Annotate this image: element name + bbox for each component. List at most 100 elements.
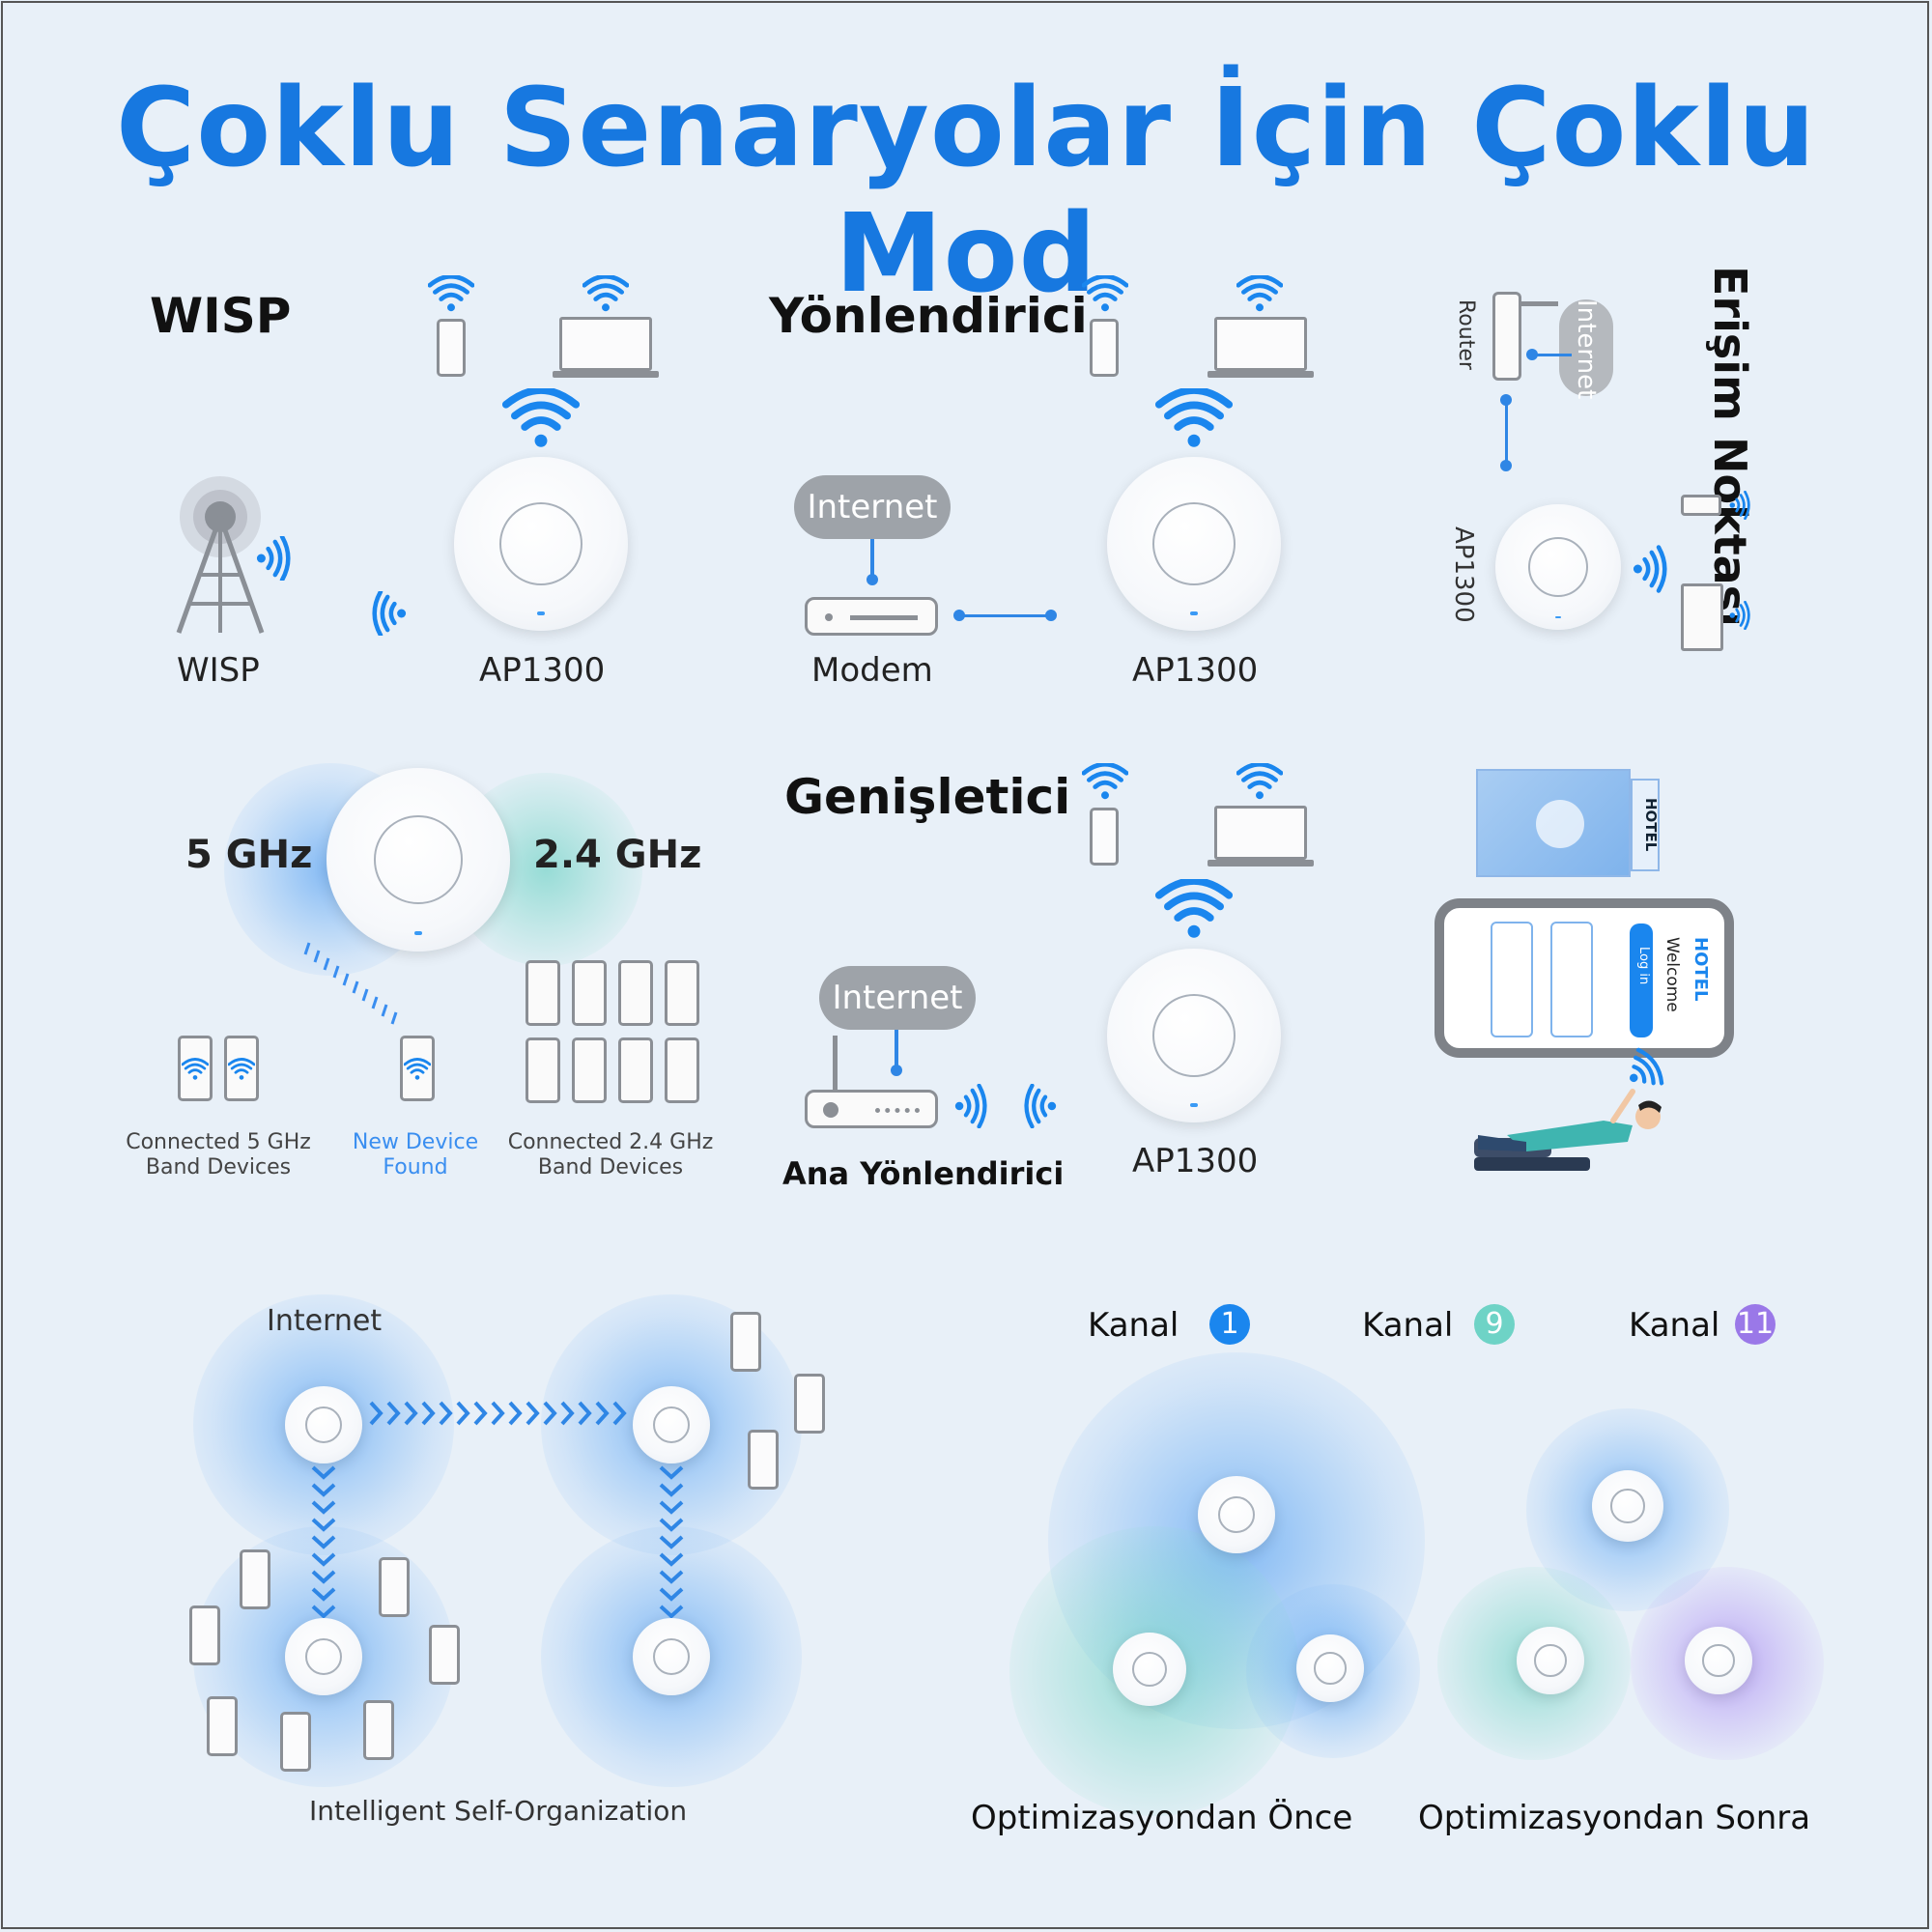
before-ap	[1113, 1633, 1186, 1706]
connector-dot	[1045, 610, 1057, 621]
signal-waves-icon	[1729, 491, 1750, 520]
device-5ghz-icon	[224, 1036, 259, 1101]
internet-cloud: Internet	[819, 966, 976, 1030]
5ghz-label: 5 GHz	[185, 833, 313, 877]
modem-label: Modem	[811, 651, 933, 690]
login-label: Log in	[1636, 947, 1651, 985]
device-24ghz-icon	[618, 960, 653, 1026]
wifi-icon	[1082, 763, 1128, 800]
connector-dot	[1500, 460, 1512, 471]
channel-badge: 11	[1735, 1304, 1776, 1345]
signal-waves-icon	[256, 536, 291, 581]
mesh-client-icon	[730, 1312, 761, 1372]
before-ap	[1198, 1476, 1275, 1553]
page-title: Çoklu Senaryolar İçin Çoklu Mod	[116, 66, 1816, 317]
laptop-icon	[1208, 806, 1314, 867]
hotel-sign	[1631, 779, 1660, 871]
connector-dot	[1526, 349, 1538, 360]
hotel-building-icon	[1476, 769, 1631, 877]
device-24ghz-icon	[572, 960, 607, 1026]
channel-label: Kanal	[1362, 1306, 1454, 1345]
mesh-client-icon	[240, 1549, 270, 1609]
mesh-client-icon	[379, 1557, 410, 1617]
ap1300-device	[1107, 457, 1281, 631]
mesh-client-icon	[748, 1430, 779, 1490]
device-24ghz-icon	[526, 1037, 560, 1103]
router-antenna	[1520, 301, 1558, 306]
hotel-card	[1491, 922, 1533, 1037]
wifi-icon	[582, 275, 629, 312]
wifi-icon	[1155, 388, 1233, 448]
signal-waves-icon	[1633, 543, 1667, 595]
phone-icon	[1681, 495, 1721, 516]
connector-line	[895, 1030, 898, 1070]
connector-dot	[953, 610, 965, 621]
wifi-icon	[1236, 275, 1283, 312]
ap1300-label: AP1300	[479, 651, 606, 690]
connected-5ghz-label: Connected 5 GHz Band Devices	[126, 1130, 311, 1180]
router-icon	[1492, 292, 1521, 381]
device-24ghz-icon	[526, 960, 560, 1026]
welcome-label: Welcome	[1662, 937, 1682, 1012]
mesh-client-icon	[363, 1700, 394, 1760]
router-label: Router	[1454, 299, 1478, 370]
ap1300-device	[1495, 504, 1621, 630]
laptop-icon	[1208, 317, 1314, 378]
wifi-icon	[1155, 879, 1233, 939]
channel-badge: 9	[1474, 1304, 1515, 1345]
wifi-icon	[428, 275, 474, 312]
mesh-node	[285, 1618, 362, 1695]
channel-label: Kanal	[1088, 1306, 1179, 1345]
mesh-link-arrows-icon	[369, 1401, 627, 1426]
signal-waves-icon	[954, 1084, 987, 1128]
hotel-sign-label: HOTEL	[1642, 798, 1660, 852]
internet-cloud: Internet	[794, 475, 951, 539]
device-24ghz-icon	[572, 1037, 607, 1103]
mesh-client-icon	[429, 1625, 460, 1685]
main-router-icon	[805, 1090, 938, 1128]
connector-line	[1531, 354, 1572, 356]
channel-label: Kanal	[1629, 1306, 1720, 1345]
phone-icon	[1090, 808, 1119, 866]
mesh-caption: Intelligent Self-Organization	[309, 1795, 688, 1827]
ap1300-label: AP1300	[1449, 526, 1478, 623]
device-24ghz-icon	[665, 1037, 699, 1103]
after-optimization-label: Optimizasyondan Sonra	[1418, 1799, 1811, 1837]
access-point-mode-title: Erişim Noktası	[1704, 266, 1756, 627]
ap1300-device	[327, 768, 510, 952]
connector-dot	[891, 1065, 902, 1076]
before-ap	[1296, 1634, 1364, 1702]
connector-dot	[867, 574, 878, 585]
mesh-client-icon	[189, 1605, 220, 1665]
after-ap	[1685, 1627, 1752, 1694]
mesh-link-arrows-icon	[659, 1465, 684, 1618]
hotel-ap-icon	[1536, 800, 1584, 848]
24ghz-label: 2.4 GHz	[533, 833, 702, 877]
after-ap	[1517, 1627, 1584, 1694]
wisp-tower-icon	[176, 476, 265, 634]
connected-24ghz-label: Connected 2.4 GHz Band Devices	[507, 1130, 714, 1180]
mesh-internet-label: Internet	[267, 1304, 383, 1338]
main-router-label: Ana Yönlendirici	[782, 1155, 1065, 1192]
ap1300-label: AP1300	[1132, 651, 1259, 690]
modem-icon	[805, 597, 938, 636]
device-5ghz-icon	[178, 1036, 213, 1101]
wifi-icon	[502, 388, 580, 448]
channel-badge: 1	[1209, 1304, 1250, 1345]
wisp-tower-label: WISP	[177, 651, 260, 690]
before-optimization-label: Optimizasyondan Önce	[971, 1799, 1353, 1837]
mesh-node-internet	[285, 1386, 362, 1463]
signal-waves-icon	[1729, 601, 1750, 630]
login-button[interactable]	[1630, 923, 1653, 1037]
hotel-card	[1550, 922, 1593, 1037]
wifi-icon	[1082, 275, 1128, 312]
ap1300-device	[1107, 949, 1281, 1122]
router-mode-title: Yönlendirici	[769, 288, 1088, 344]
mesh-node	[633, 1618, 710, 1695]
phone-icon	[1090, 319, 1119, 377]
mesh-client-icon	[280, 1712, 311, 1772]
wisp-mode-title: WISP	[150, 288, 292, 344]
signal-waves-icon	[372, 591, 407, 636]
connector-line	[870, 539, 874, 580]
